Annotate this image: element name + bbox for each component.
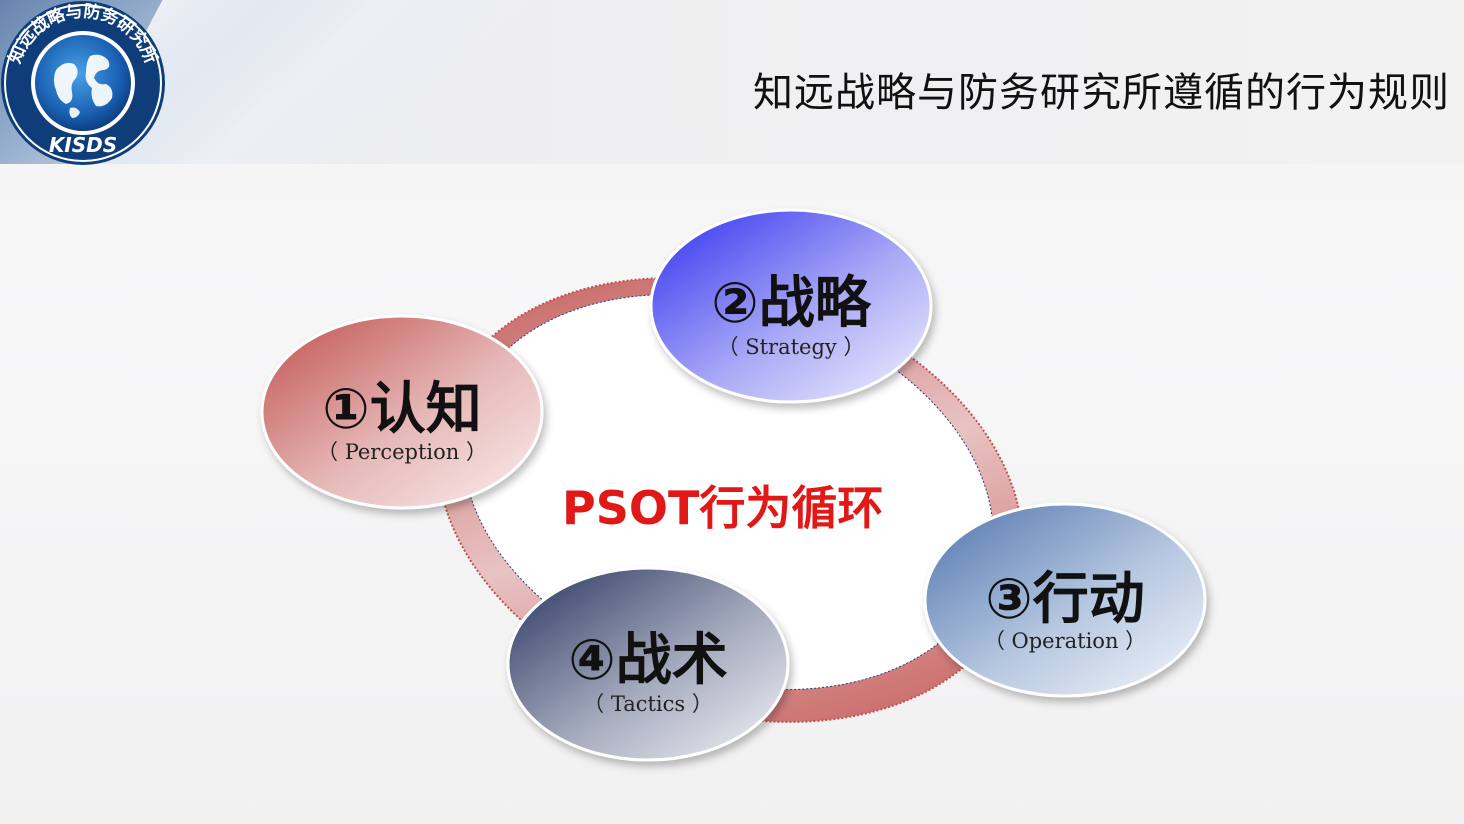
- node-tactics-subtitle: （ Tactics ）: [583, 692, 713, 716]
- globe-icon: [35, 35, 131, 131]
- node-perception-subtitle: （ Perception ）: [317, 440, 487, 464]
- node-strategy: [649, 208, 933, 404]
- node-operation: [923, 502, 1207, 698]
- node-perception: [260, 314, 544, 510]
- node-tactics: [506, 566, 790, 762]
- node-operation-subtitle: （ Operation ）: [983, 629, 1147, 653]
- kisds-logo: 知远战略与防务研究所 KISDS: [1, 1, 165, 165]
- node-strategy-subtitle: （ Strategy ）: [717, 335, 865, 359]
- page-title: 知远战略与防务研究所遵循的行为规则: [753, 70, 1450, 116]
- node-perception-title: ①认知: [322, 377, 482, 442]
- logo-acronym: KISDS: [49, 133, 117, 157]
- header-banner: 知远战略与防务研究所遵循的行为规则: [0, 0, 1464, 164]
- node-strategy-title: ②战略: [711, 271, 871, 336]
- center-label: PSOT行为循环: [562, 481, 884, 535]
- node-tactics-title: ④战术: [568, 628, 728, 693]
- node-operation-title: ③行动: [985, 567, 1145, 632]
